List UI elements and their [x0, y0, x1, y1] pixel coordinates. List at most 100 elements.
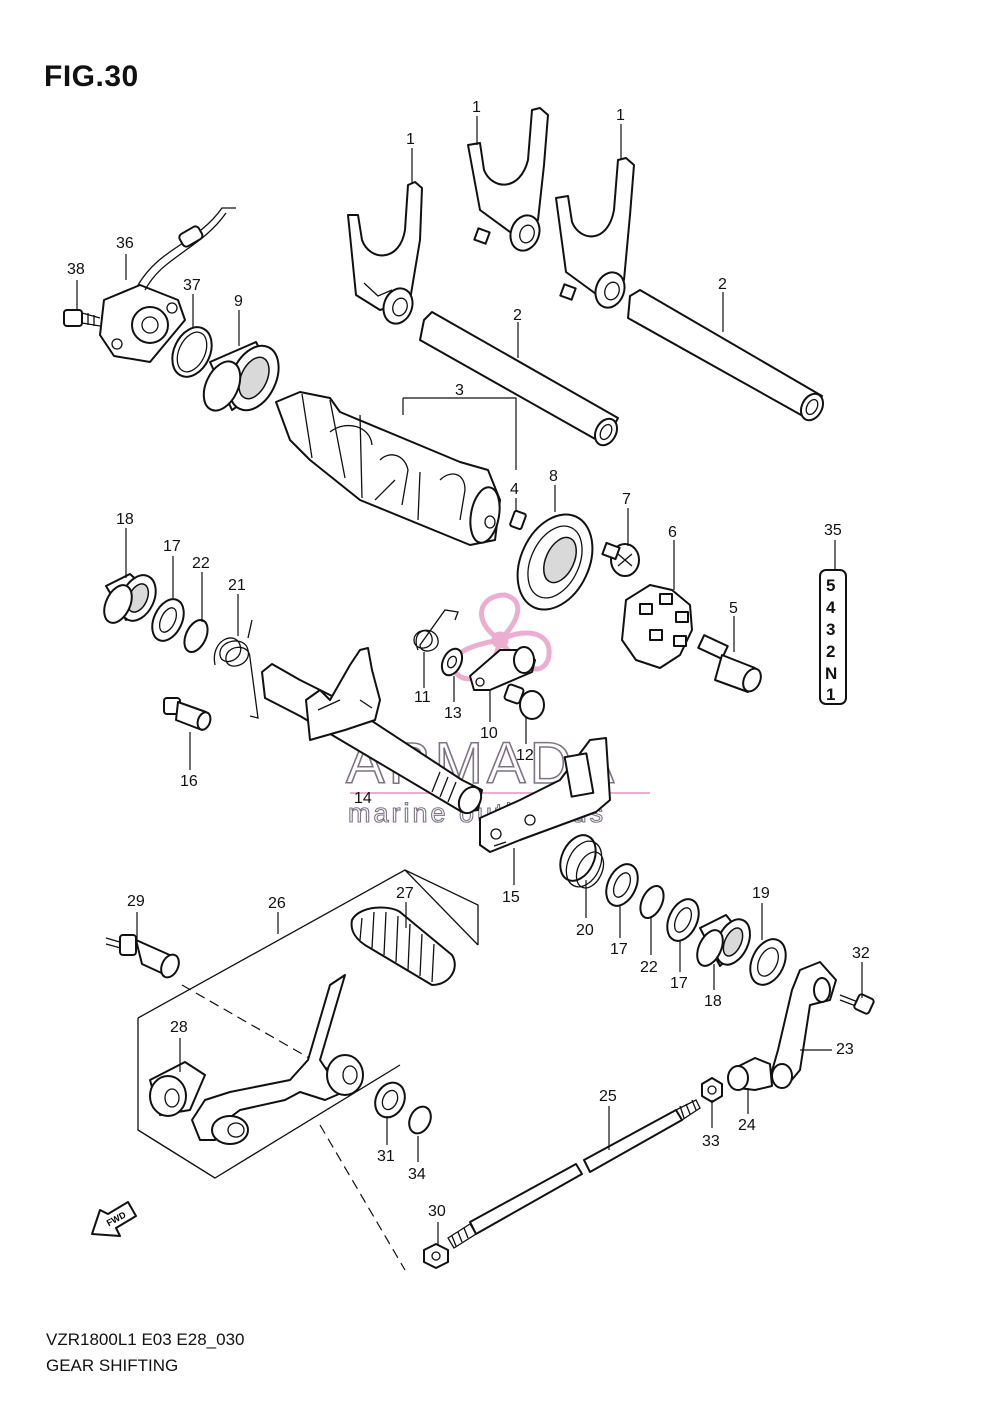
callout-6: 6 — [668, 524, 677, 541]
model-code: VZR1800L1 E03 E28_030 — [46, 1330, 245, 1349]
part-23-shift-arm — [769, 961, 837, 1089]
part-5-bolt — [697, 634, 762, 693]
part-15-plate — [479, 737, 611, 853]
callout-34: 34 — [408, 1166, 426, 1183]
part-28-bushing — [149, 1061, 206, 1117]
callout-24: 24 — [738, 1117, 756, 1134]
part-20-spring — [559, 834, 605, 889]
part-25-shift-rod — [447, 1099, 701, 1249]
gear-badge-4: 2 — [826, 642, 835, 661]
part-3-shift-drum — [275, 391, 501, 546]
part-27-pedal-rubber — [350, 906, 456, 986]
callout-35: 35 — [824, 522, 842, 539]
gear-badge-3: 3 — [826, 620, 835, 639]
part-6-shift-cam — [621, 584, 693, 669]
part-4-pin — [509, 509, 527, 531]
part-1-shift-fork-right — [555, 157, 635, 309]
leader-lines — [76, 116, 863, 1246]
callout-17-middle: 17 — [610, 941, 628, 958]
part-13-washer — [440, 647, 464, 677]
callout-31: 31 — [377, 1148, 395, 1165]
callout-27: 27 — [396, 885, 414, 902]
callout-26: 26 — [268, 895, 286, 912]
part-37-oring — [171, 326, 213, 378]
part-12-bolt — [503, 683, 545, 720]
part-31-washer — [374, 1081, 406, 1119]
part-1-shift-fork-left — [347, 181, 423, 325]
callout-3: 3 — [455, 382, 464, 399]
callout-9: 9 — [234, 293, 243, 310]
callout-17-lower: 17 — [670, 975, 688, 992]
part-36-sensor — [99, 207, 236, 363]
part-7-screw — [601, 541, 640, 577]
callout-8: 8 — [549, 468, 558, 485]
part-33-nut — [701, 1077, 723, 1103]
part-22-circlip-upper — [183, 619, 209, 653]
callout-14: 14 — [354, 790, 372, 807]
gear-badge-5: N — [825, 664, 837, 683]
callout-5: 5 — [729, 600, 738, 617]
part-17-washer-middle — [605, 863, 639, 907]
callout-36: 36 — [116, 235, 134, 252]
part-26-pedal-arm — [191, 974, 364, 1145]
callout-30: 30 — [428, 1203, 446, 1220]
part-1-shift-fork-middle — [467, 107, 549, 252]
gear-badge-6: 1 — [826, 685, 835, 704]
part-30-nut — [423, 1243, 449, 1269]
part-11-spring — [413, 609, 459, 652]
figure-title: FIG.30 — [44, 60, 139, 93]
callout-13: 13 — [444, 705, 462, 722]
part-2-fork-shaft-right — [627, 289, 825, 422]
callout-20: 20 — [576, 922, 594, 939]
part-18-bearing-upper — [103, 573, 157, 624]
callout-38: 38 — [67, 261, 85, 278]
callout-11: 11 — [414, 689, 431, 706]
part-29-pivot-bolt — [105, 934, 180, 979]
part-8-bearing — [516, 513, 594, 611]
part-14-shift-shaft — [261, 647, 483, 815]
callout-1-left: 1 — [406, 131, 415, 148]
callout-18-upper: 18 — [116, 511, 134, 528]
callout-21: 21 — [228, 577, 246, 594]
part-16-bolt — [163, 697, 212, 731]
part-21-spring — [213, 619, 259, 719]
callout-29: 29 — [127, 893, 145, 910]
callout-23: 23 — [836, 1041, 854, 1058]
part-32-bolt — [839, 993, 875, 1015]
callout-28: 28 — [170, 1019, 188, 1036]
callout-18-lower: 18 — [704, 993, 722, 1010]
callout-19: 19 — [752, 885, 770, 902]
callout-4: 4 — [510, 481, 519, 498]
callout-25: 25 — [599, 1088, 617, 1105]
callout-2-right: 2 — [718, 276, 727, 293]
callout-15: 15 — [502, 889, 520, 906]
callout-17-upper: 17 — [163, 538, 181, 555]
callout-1-right: 1 — [616, 107, 625, 124]
part-2-fork-shaft-left — [419, 311, 619, 447]
part-34-circlip — [408, 1105, 432, 1135]
part-9-bearing — [202, 341, 280, 412]
diagram-caption: GEAR SHIFTING — [46, 1356, 179, 1375]
callout-37: 37 — [183, 277, 201, 294]
part-19-seal — [749, 938, 787, 986]
part-22-circlip-lower — [639, 885, 665, 919]
part-35-gear-indicator-label: 5 4 3 2 N 1 — [819, 569, 847, 705]
callout-22-upper: 22 — [192, 555, 210, 572]
callout-12: 12 — [516, 747, 534, 764]
part-26-pedal-assembly-frame — [137, 869, 479, 1271]
callout-33: 33 — [702, 1133, 720, 1150]
fwd-arrow-icon: FWD — [91, 1201, 137, 1237]
gear-badge-1: 5 — [826, 576, 835, 595]
callout-labels: 1 1 1 2 2 3 4 5 6 7 8 9 10 11 12 13 14 1… — [67, 99, 870, 1220]
gear-badge-2: 4 — [826, 598, 836, 617]
callout-10: 10 — [480, 725, 498, 742]
part-10-stopper-arm — [469, 646, 536, 691]
callout-22-lower: 22 — [640, 959, 658, 976]
callout-1-middle: 1 — [472, 99, 481, 116]
part-38-bolt — [63, 309, 101, 327]
part-17-washer-lower — [666, 898, 700, 942]
callout-2-left: 2 — [513, 307, 522, 324]
part-24-joint — [727, 1057, 773, 1091]
part-18-bearing-lower — [696, 914, 751, 967]
